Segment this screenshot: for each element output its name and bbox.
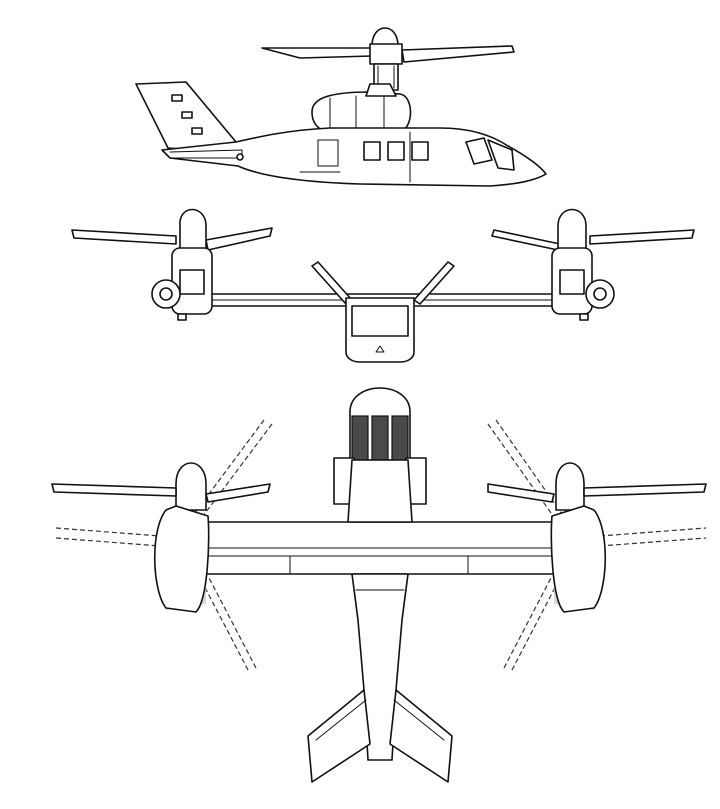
front-fuselage [345,297,415,363]
side-nacelle [311,83,412,135]
front-right-nacelle [491,208,695,321]
front-view [71,208,695,363]
top-forward-fuselage [333,387,427,523]
front-left-nacelle [71,208,273,321]
top-view [51,387,707,783]
side-fuselage [161,127,547,187]
top-v-tail [307,689,453,783]
top-left-nacelle [51,462,271,613]
top-right-nacelle [487,462,707,613]
side-view [135,27,547,187]
side-tail [135,81,237,151]
top-wing [205,521,555,575]
side-rotor [261,27,515,91]
